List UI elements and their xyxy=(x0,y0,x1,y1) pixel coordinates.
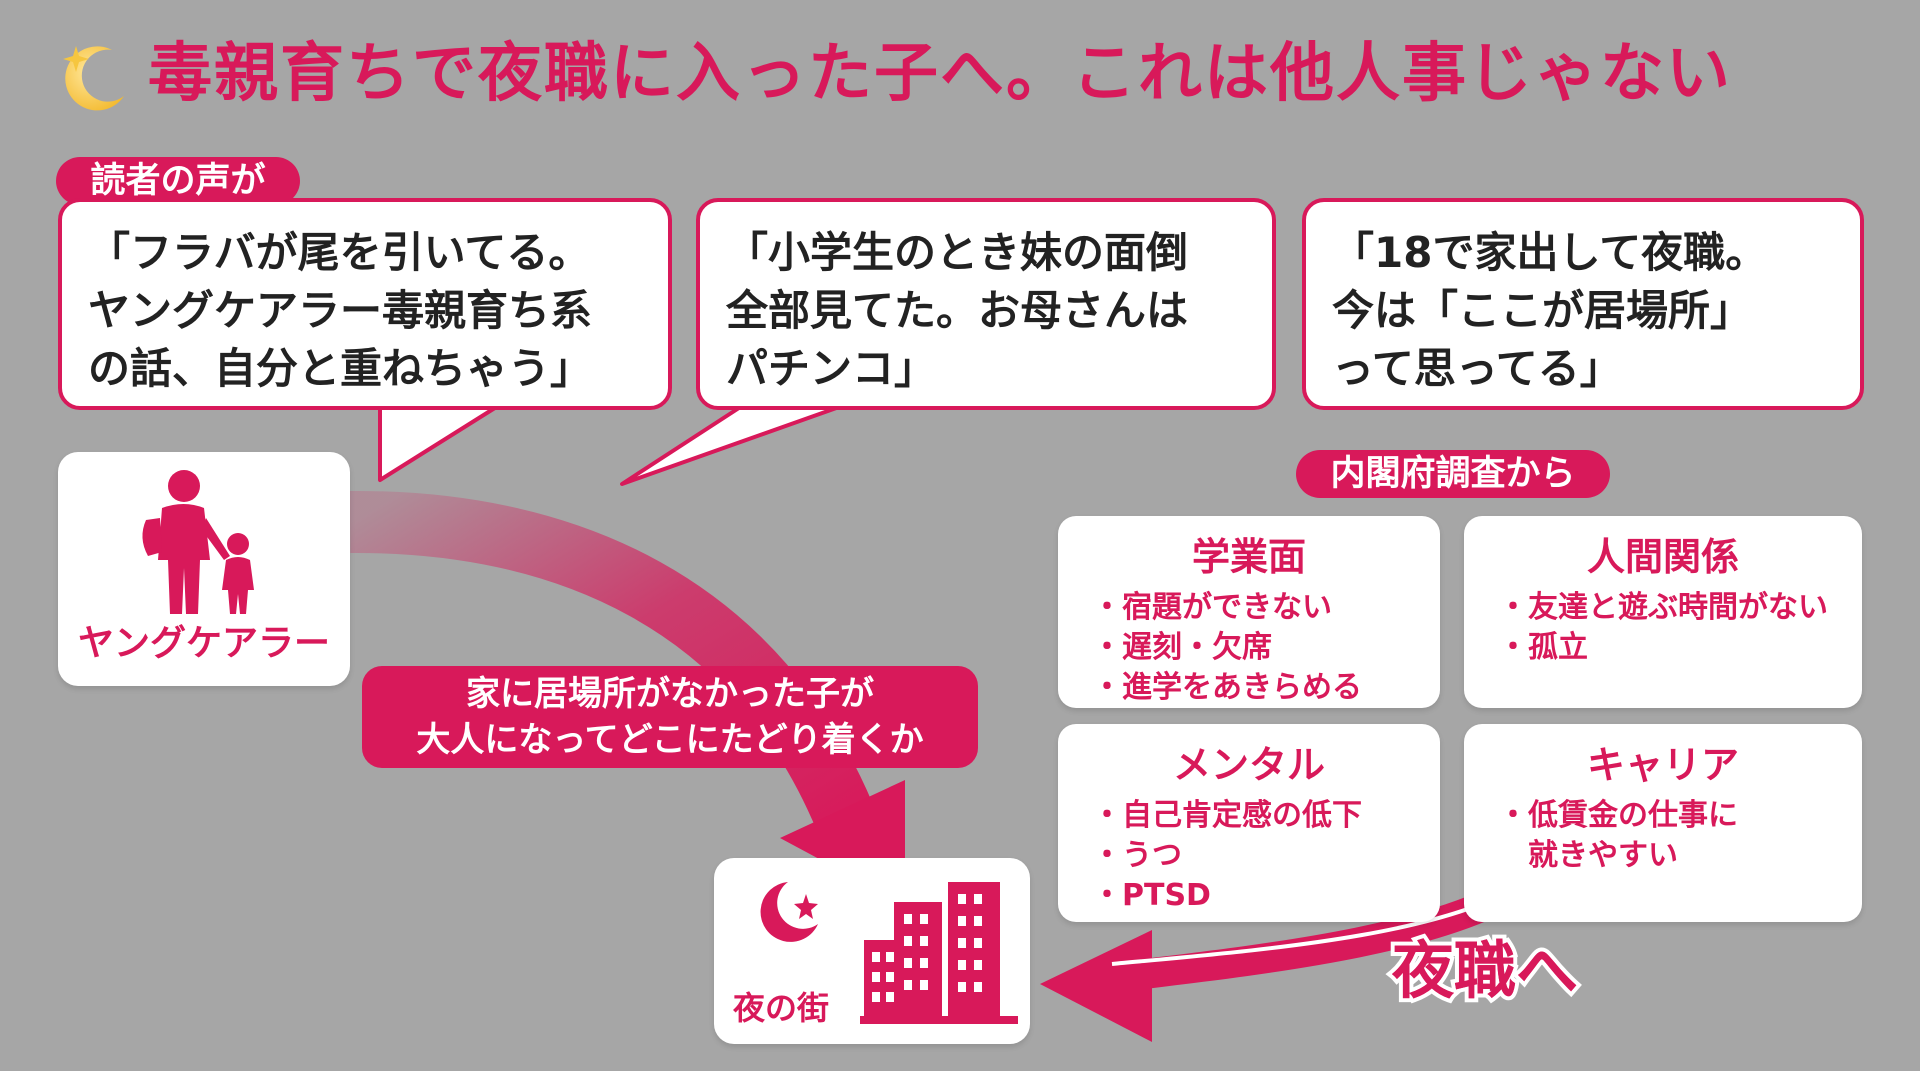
arrow-career-head xyxy=(1040,930,1152,1042)
parent-child-icon xyxy=(142,470,254,614)
quote-line: パチンコ」 xyxy=(726,344,937,393)
survey-box-career: キャリア ・低賃金の仕事に 就きやすい xyxy=(1464,724,1862,922)
box-title: メンタル xyxy=(1172,743,1325,787)
box-item: ・宿題ができない xyxy=(1092,590,1332,625)
bubble-tail-2 xyxy=(620,404,844,486)
to-night-work-label: 夜職へ xyxy=(1392,934,1579,1007)
crescent-moon-sparkle-icon xyxy=(63,46,124,111)
quote-line: って思ってる」 xyxy=(1332,344,1622,393)
survey-tag: 内閣府調査から xyxy=(1296,450,1610,498)
voices-tag: 読者の声が xyxy=(56,157,300,205)
survey-box-relations: 人間関係 ・友達と遊ぶ時間がない ・孤立 xyxy=(1464,516,1862,708)
crescent-moon-star-icon xyxy=(760,882,818,942)
quote-bubble-2: 「小学生のとき妹の面倒 全部見てた。お母さんは パチンコ」 xyxy=(696,198,1276,410)
box-item: ・進学をあきらめる xyxy=(1092,670,1362,705)
box-item: ・低賃金の仕事に xyxy=(1498,798,1738,833)
to-night-work-label-outline: 夜職へ xyxy=(1388,934,1582,1007)
quote-line: の話、自分と重ねちゃう」 xyxy=(88,344,593,393)
box-item: ・遅刻・欠席 xyxy=(1092,630,1272,665)
box-item: ・うつ xyxy=(1092,838,1182,873)
voices-tag-label: 読者の声が xyxy=(90,160,266,201)
box-item: 就きやすい xyxy=(1498,838,1678,873)
box-item: ・孤立 xyxy=(1498,630,1588,665)
quote-line: 「18で家出して夜職。 xyxy=(1332,228,1768,277)
banner-line-2: 大人になってどこにたどり着くか xyxy=(416,720,924,760)
question-banner: 家に居場所がなかった子が 大人になってどこにたどり着くか xyxy=(362,666,978,768)
quote-line: 「フラバが尾を引いてる。 xyxy=(88,228,591,277)
quote-line: 全部見てた。お母さんは xyxy=(726,286,1189,335)
quote-line: 「小学生のとき妹の面倒 xyxy=(726,228,1189,277)
night-town-label: 夜の街 xyxy=(733,989,830,1027)
survey-box-mental: メンタル ・自己肯定感の低下 ・うつ ・PTSD xyxy=(1058,724,1440,922)
box-item: ・友達と遊ぶ時間がない xyxy=(1498,590,1828,625)
quote-bubble-1: 「フラバが尾を引いてる。 ヤングケアラー毒親育ち系 の話、自分と重ねちゃう」 xyxy=(58,198,672,410)
quote-line: 今は「ここが居場所」 xyxy=(1332,286,1753,335)
page-title: 毒親育ちで夜職に入った子へ。これは他人事じゃない xyxy=(148,37,1732,111)
young-carer-card xyxy=(58,452,350,686)
survey-box-academic: 学業面 ・宿題ができない ・遅刻・欠席 ・進学をあきらめる xyxy=(1058,516,1440,708)
box-item: ・PTSD xyxy=(1092,878,1211,913)
quote-line: ヤングケアラー毒親育ち系 xyxy=(88,286,593,335)
bubble-tail-1 xyxy=(378,404,500,482)
box-title: 学業面 xyxy=(1191,535,1306,579)
buildings-icon xyxy=(860,882,1018,1024)
young-carer-label: ヤングケアラー xyxy=(77,623,330,664)
box-title: 人間関係 xyxy=(1586,535,1739,579)
quote-bubble-3: 「18で家出して夜職。 今は「ここが居場所」 って思ってる」 xyxy=(1302,198,1864,410)
banner-line-1: 家に居場所がなかった子が xyxy=(466,674,874,714)
survey-tag-label: 内閣府調査から xyxy=(1330,453,1576,494)
box-title: キャリア xyxy=(1586,743,1739,787)
box-item: ・自己肯定感の低下 xyxy=(1092,798,1362,833)
